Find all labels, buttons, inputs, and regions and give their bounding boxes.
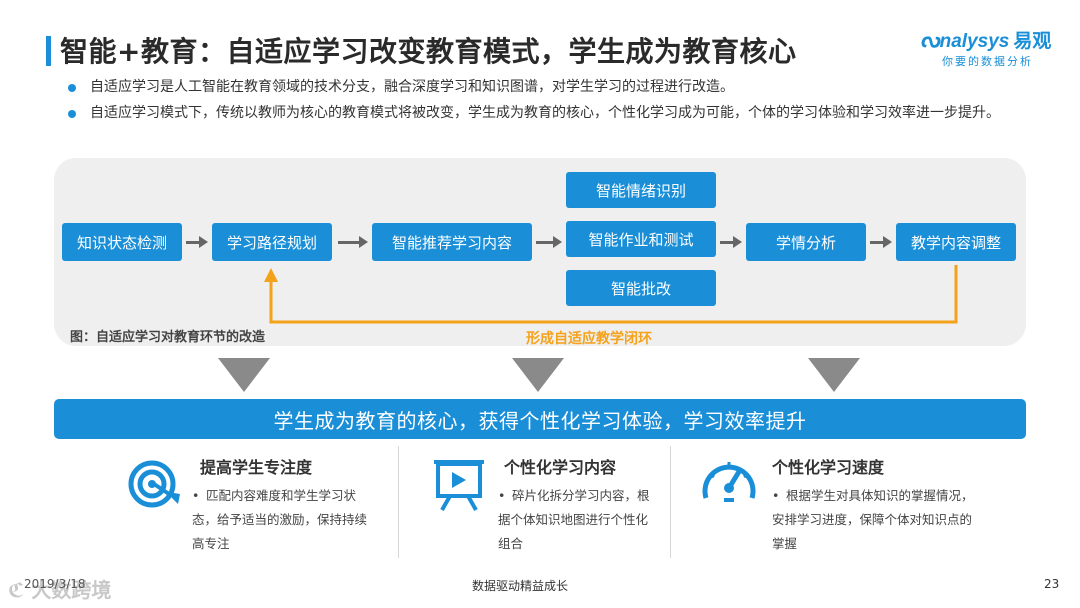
logo-text: nalysys	[939, 31, 1010, 52]
feature-text: •碎片化拆分学习内容，根据个体知识地图进行个性化组合	[498, 488, 650, 551]
page-title: 智能+教育：自适应学习改变教育模式，学生成为教育核心	[60, 35, 797, 68]
flow-step-content-adjustment: 教学内容调整	[896, 223, 1016, 261]
flow-step-homework-testing: 智能作业和测试	[566, 221, 716, 257]
watermark-logo-icon: ℭ	[8, 578, 25, 602]
loop-label: 形成自适应教学闭环	[526, 331, 652, 347]
down-arrow-icon	[218, 358, 270, 392]
bullet-item: 自适应学习是人工智能在教育领域的技术分支，融合深度学习和知识图谱，对学生学习的过…	[64, 74, 1024, 100]
title-accent-bar	[46, 36, 51, 66]
watermark-text: 大数跨境	[31, 578, 112, 602]
logo-slogan: 你要的数据分析	[942, 55, 1033, 68]
flow-step-content-recommendation: 智能推荐学习内容	[372, 223, 532, 261]
feedback-loop-arrow	[264, 265, 958, 324]
feature-description: 碎片化拆分学习内容，根据个体知识地图进行个性化组合	[498, 488, 650, 551]
speedometer-icon	[702, 462, 756, 502]
figure-caption: 图：自适应学习对教育环节的改造	[70, 330, 266, 345]
bullet-list: 自适应学习是人工智能在教育领域的技术分支，融合深度学习和知识图谱，对学生学习的过…	[64, 74, 1024, 126]
feature-title: 个性化学习速度	[772, 458, 885, 477]
feature-text: •匹配内容难度和学生学习状态，给予适当的激励，保持持续高专注	[192, 488, 368, 551]
feature-description: 匹配内容难度和学生学习状态，给予适当的激励，保持持续高专注	[192, 488, 368, 551]
footer-date: 2019/3/18	[24, 577, 86, 591]
logo-swirl-icon: ᔓ	[920, 27, 940, 52]
watermark: ℭ 大数跨境	[8, 574, 111, 603]
target-icon	[128, 460, 180, 508]
bullet-item: 自适应学习模式下，传统以教师为核心的教育模式将被改变，学生成为教育的核心，个性化…	[64, 100, 1024, 126]
divider	[670, 446, 671, 558]
down-arrow-icon	[808, 358, 860, 392]
feature-title: 提高学生专注度	[200, 458, 313, 477]
flow-step-emotion-recognition: 智能情绪识别	[566, 172, 716, 208]
divider	[398, 446, 399, 558]
footer-center: 数据驱动精益成长	[472, 579, 569, 593]
down-arrow-icon	[512, 358, 564, 392]
flow-step-knowledge-detection: 知识状态检测	[62, 223, 182, 261]
flow-step-path-planning: 学习路径规划	[212, 223, 332, 261]
core-banner: 学生成为教育的核心，获得个性化学习体验，学习效率提升	[54, 399, 1026, 439]
presentation-board-icon	[434, 460, 484, 511]
flow-step-learning-analysis: 学情分析	[746, 223, 866, 261]
feature-title: 个性化学习内容	[504, 458, 617, 477]
logo-cn: 易观	[1013, 31, 1052, 52]
feature-text: •根据学生对具体知识的掌握情况，安排学习进度，保障个体对知识点的掌握	[772, 488, 974, 551]
page-number: 23	[1044, 577, 1060, 591]
flow-step-auto-grading: 智能批改	[566, 270, 716, 306]
feature-description: 根据学生对具体知识的掌握情况，安排学习进度，保障个体对知识点的掌握	[772, 488, 974, 551]
